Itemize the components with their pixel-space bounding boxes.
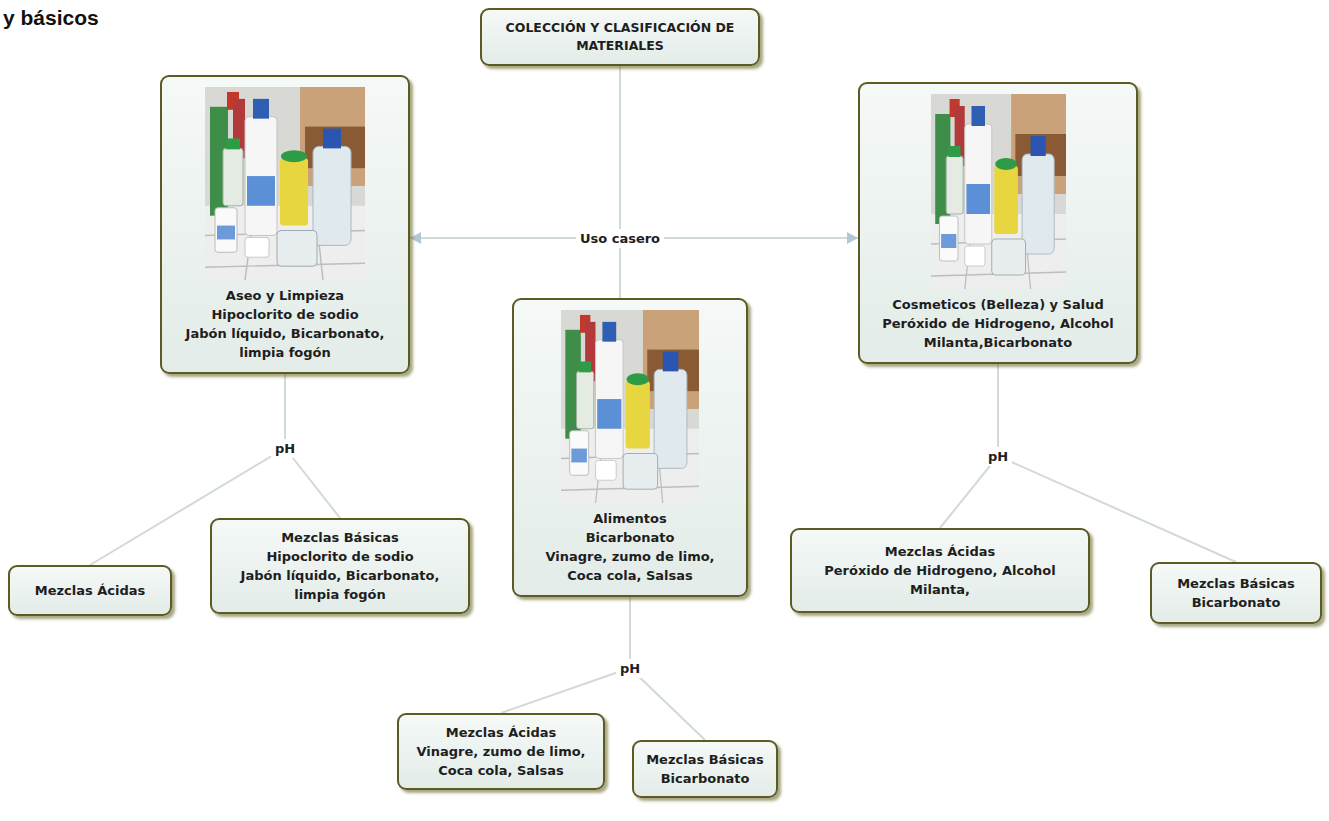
photo-bottle [223,148,243,205]
node-heading: Mezclas Ácidas [806,542,1074,561]
photo-jar [623,454,658,490]
connector [501,597,630,713]
photo-bottle-label [247,176,275,206]
node-heading: Mezclas Básicas [1160,574,1312,593]
node-heading: Mezclas Ácidas [18,581,162,600]
category-box: Aseo y LimpiezaHipoclorito de sodioJabón… [160,75,410,374]
photo-bottle [570,431,589,476]
connector-line [410,66,620,238]
arrow-head [847,232,858,244]
title-box: COLECCIÓN Y CLASIFICACIÓN DE MATERIALES [480,8,760,66]
photo-bottle-label [217,226,235,240]
photo-container [626,381,650,448]
photo-bottle [245,117,277,236]
ph-label: pH [616,659,644,678]
photo-bottle [939,216,958,261]
photo-cap [971,106,985,126]
mixture-box: Mezclas BásicasBicarbonato [1150,562,1322,624]
node-heading: Mezclas Básicas [642,750,768,769]
photo-cap [627,373,649,385]
photo-cap [323,129,341,149]
category-box: Cosmeticos (Belleza) y SaludPeróxido de … [858,82,1138,364]
mixture-box: Mezclas ÁcidasPeróxido de Hidrogeno, Alc… [790,528,1090,613]
photo-jar [991,239,1025,275]
node-text: Vinagre, zumo de limo, Coca cola, Salsas [409,742,593,780]
node-text: Jabón líquido, Bicarbonato, limpia fogón [222,566,458,604]
photo-bottle [1022,154,1054,254]
photo-container [994,166,1018,234]
mixture-box: Mezclas BásicasHipoclorito de sodioJabón… [210,518,470,614]
photo-cap [663,352,679,372]
node-heading: Cosmeticos (Belleza) y Salud [870,295,1126,314]
product-photo [561,310,699,503]
arrow-head [410,232,421,244]
link-label: Uso casero [576,229,664,248]
photo-bottle-label [941,234,956,248]
photo-cap [579,361,591,372]
node-heading: COLECCIÓN Y CLASIFICACIÓN DE MATERIALES [492,19,748,55]
photo-bottle [964,124,991,244]
photo-container [596,460,617,480]
photo-bottle-label [571,449,587,463]
connector [410,66,620,244]
node-text: Peróxido de Hidrogeno, Alcohol Milanta,B… [870,314,1126,352]
product-photo [205,87,365,280]
node-text: Peróxido de Hidrogeno, Alcohol Milanta, [806,561,1074,599]
photo-container [245,237,269,257]
photo-cap [1030,136,1045,156]
mixture-box: Mezclas Ácidas [8,565,172,616]
photo-container [280,158,308,225]
photo-cap [995,158,1017,170]
photo-cap [948,146,960,157]
connector-line [501,597,630,713]
node-text: Bicarbonato [1160,593,1312,612]
node-heading: Aseo y Limpieza [172,286,398,305]
photo-wall [205,87,365,280]
node-text: Bicarbonato [536,528,724,547]
photo-bottle-label [597,399,621,429]
node-text: Bicarbonato [642,769,768,788]
connector [620,66,858,244]
photo-jar [277,231,317,267]
photo-bottle [577,371,594,428]
product-photo [931,94,1066,289]
photo-wall [931,94,1066,289]
photo-bottle-label [966,184,990,214]
photo-cap [281,150,307,162]
photo-cap [226,138,240,149]
heading-fragment: y básicos [3,6,99,30]
photo-bottle [215,208,237,253]
node-heading: Mezclas Básicas [222,528,458,547]
ph-label: pH [984,447,1012,466]
photo-bottle [313,146,351,245]
photo-cap [602,322,616,342]
node-text: Hipoclorito de sodio [222,547,458,566]
node-heading: Mezclas Ácidas [409,723,593,742]
mixture-box: Mezclas ÁcidasVinagre, zumo de limo, Coc… [397,713,605,790]
photo-wall [561,310,699,503]
node-text: Hipoclorito de sodio [172,305,398,324]
mixture-box: Mezclas BásicasBicarbonato [632,740,778,798]
node-heading: Alimentos [536,509,724,528]
photo-cap [253,99,269,119]
photo-bottle [654,369,687,468]
photo-bottle [946,156,963,214]
connector-line [620,66,858,238]
node-text: Jabón líquido, Bicarbonato, limpia fogón [172,324,398,362]
category-box: AlimentosBicarbonatoVinagre, zumo de lim… [512,298,748,597]
photo-bottle [596,340,624,459]
ph-label: pH [271,439,299,458]
photo-container [964,246,984,266]
node-text: Vinagre, zumo de limo, Coca cola, Salsas [536,547,724,585]
